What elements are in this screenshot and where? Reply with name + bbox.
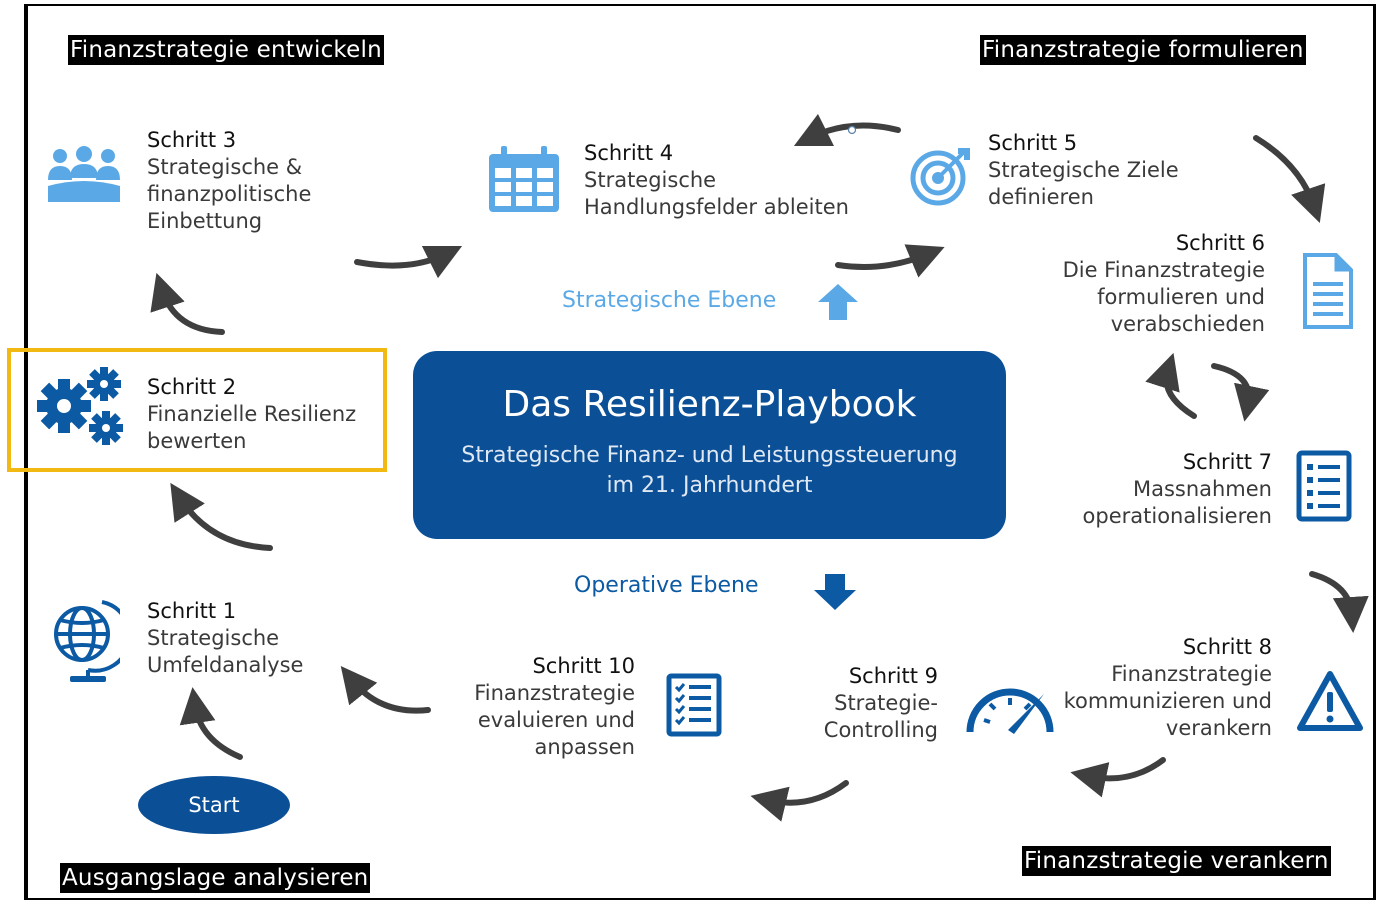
phase-label-formulate: Finanzstrategie formulieren: [980, 35, 1306, 65]
step-9-line1: Strategie-: [834, 691, 938, 715]
center-subtitle-line1: Strategische Finanz- und Leistungssteuer…: [461, 443, 958, 468]
step-4-number: Schritt 4: [584, 141, 674, 165]
step-3-line1: Strategische &: [147, 155, 303, 179]
step-8-line1: Finanzstrategie: [1111, 662, 1272, 686]
arrow-step5-to-step6: [1253, 135, 1326, 224]
step-8: Schritt 8 Finanzstrategie kommunizieren …: [1040, 634, 1272, 742]
step-6-number: Schritt 6: [1175, 231, 1265, 255]
arrow-step6-to-step7: [1211, 363, 1270, 422]
step-10: Schritt 10 Finanzstrategie evaluieren un…: [440, 653, 635, 761]
phase-label-analyze: Ausgangslage analysieren: [60, 863, 371, 893]
strategic-level-label: Strategische Ebene: [562, 288, 777, 313]
diagram-frame: [24, 4, 1376, 900]
step-6-line1: Die Finanzstrategie: [1062, 258, 1265, 282]
arrow-step8-to-step9: [1070, 757, 1166, 798]
step-8-line3: verankern: [1165, 716, 1272, 740]
start-button[interactable]: Start: [138, 776, 290, 834]
step-7-line2: operationalisieren: [1082, 504, 1272, 528]
center-title: Das Resilienz-Playbook: [502, 384, 917, 425]
step-10-line3: anpassen: [534, 735, 636, 759]
step-3-number: Schritt 3: [147, 128, 237, 152]
step-6-line3: verabschieden: [1110, 312, 1265, 336]
step-8-line2: kommunizieren und: [1063, 689, 1272, 713]
arrow-step9-to-step10: [750, 780, 849, 822]
step-5-line1: Strategische Ziele: [988, 158, 1179, 182]
arrow-step7-to-step8: [1309, 571, 1369, 633]
arrow-step10-to-step1: [340, 665, 431, 714]
phase-label-develop: Finanzstrategie entwickeln: [68, 35, 384, 65]
step-9-line2: Controlling: [823, 718, 938, 742]
step-9-number: Schritt 9: [848, 664, 938, 688]
step-10-number: Schritt 10: [532, 654, 635, 678]
step-5-number: Schritt 5: [988, 131, 1078, 155]
center-subtitle: Strategische Finanz- und Leistungssteuer…: [413, 441, 1006, 501]
arrow-step7-to-step6: [1145, 352, 1197, 419]
step-1-number: Schritt 1: [147, 599, 237, 623]
step-9: Schritt 9 Strategie- Controlling: [790, 663, 938, 744]
step-10-line1: Finanzstrategie: [474, 681, 635, 705]
step-2: Schritt 2 Finanzielle Resilienz bewerten: [147, 374, 356, 455]
center-title-box: Das Resilienz-Playbook Strategische Fina…: [413, 351, 1006, 539]
group-icon: [48, 146, 120, 202]
document-icon: [1303, 253, 1353, 329]
step-3-line2: finanzpolitische: [147, 182, 312, 206]
step-4-line2: Handlungsfelder ableiten: [584, 195, 849, 219]
step-3-line3: Einbettung: [147, 209, 263, 233]
arrow-step1-to-step2: [170, 482, 273, 551]
step-5: Schritt 5 Strategische Ziele definieren: [988, 130, 1179, 211]
arrow-up-icon: [818, 284, 858, 320]
globe-icon: [54, 600, 120, 682]
warning-icon: [1297, 671, 1363, 731]
arrow-start-to-step1: [179, 687, 243, 760]
arrow-step3-to-step4: [354, 245, 463, 279]
step-7: Schritt 7 Massnahmen operationalisieren: [1050, 449, 1272, 530]
step-1: Schritt 1 Strategische Umfeldanalyse: [147, 598, 303, 679]
step-1-line2: Umfeldanalyse: [147, 653, 304, 677]
step-5-line2: definieren: [988, 185, 1094, 209]
step-4-line1: Strategische: [584, 168, 717, 192]
step-4: Schritt 4 Strategische Handlungsfelder a…: [584, 140, 849, 221]
phase-label-anchor: Finanzstrategie verankern: [1022, 846, 1331, 876]
tasklist-icon: [666, 673, 722, 737]
step-2-number: Schritt 2: [147, 375, 237, 399]
operative-level-label: Operative Ebene: [574, 573, 759, 598]
step-7-line1: Massnahmen: [1132, 477, 1272, 501]
target-icon: [910, 148, 970, 206]
step-2-line1: Finanzielle Resilienz: [147, 402, 357, 426]
step-1-line1: Strategische: [147, 626, 280, 650]
gears-icon: [37, 367, 123, 445]
center-subtitle-line2: im 21. Jahrhundert: [606, 473, 813, 498]
checklist-icon: [1296, 450, 1352, 522]
arrow-step2-to-step3: [150, 272, 225, 335]
step-2-line2: bewerten: [147, 429, 247, 453]
arrow-step4-to-step5: [835, 244, 945, 278]
speedometer-icon: [966, 688, 1054, 734]
step-2-highlight-frame: [7, 348, 387, 472]
step-6-line2: formulieren und: [1097, 285, 1265, 309]
step-8-number: Schritt 8: [1182, 635, 1272, 659]
step-3: Schritt 3 Strategische & finanzpolitisch…: [147, 127, 311, 235]
step-7-number: Schritt 7: [1182, 450, 1272, 474]
step-6: Schritt 6 Die Finanzstrategie formuliere…: [1040, 230, 1265, 338]
calendar-icon: [489, 146, 559, 212]
arrow-down-icon: [814, 574, 856, 610]
step-10-line2: evaluieren und: [477, 708, 635, 732]
